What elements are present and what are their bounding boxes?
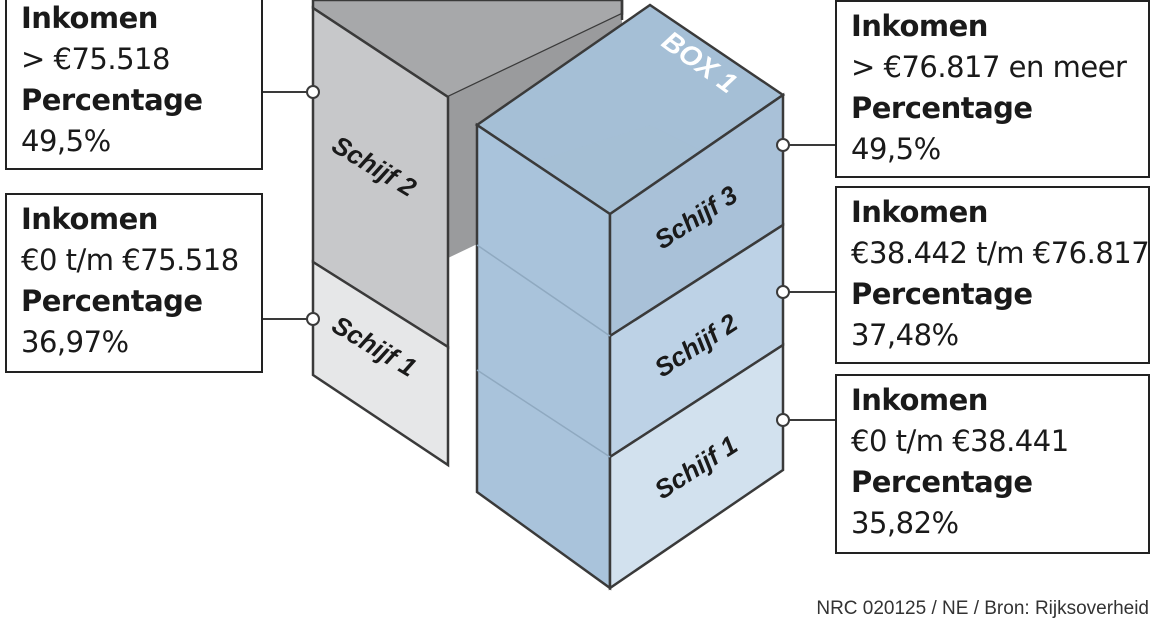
percentage-value: 36,97% [21,325,129,359]
income-label: Inkomen [21,1,158,35]
income-value: > €75.518 [21,42,170,76]
info-box-box1-schijf-2: Inkomen €38.442 t/m €76.817 Percentage 3… [835,186,1150,364]
percentage-label: Percentage [851,277,1033,311]
percentage-label: Percentage [851,91,1033,125]
info-box-old-schijf-1: Inkomen €0 t/m €75.518 Percentage 36,97% [5,193,263,373]
percentage-label: Percentage [21,284,203,318]
percentage-label: Percentage [21,83,203,117]
old-box-schijf1-front [311,259,450,468]
income-label: Inkomen [851,383,988,417]
source-credit: NRC 020125 / NE / Bron: Rijksoverheid [816,598,1149,619]
income-value: €38.442 t/m €76.817 [851,236,1150,270]
percentage-value: 37,48% [851,318,959,352]
connectors [262,85,835,427]
info-box-box1-schijf-3: Inkomen > €76.817 en meer Percentage 49,… [835,0,1150,178]
connector-dot-old-schijf-1 [306,312,320,326]
info-box-old-schijf-2: Inkomen > €75.518 Percentage 49,5% [5,0,263,170]
box1-schijf1-front [608,342,785,591]
income-label: Inkomen [851,195,988,229]
connector-dot-old-schijf-2 [306,85,320,99]
box1-band-line-left-1 [476,244,611,337]
percentage-value: 35,82% [851,506,959,540]
income-value: €0 t/m €38.441 [851,424,1069,458]
percentage-value: 49,5% [21,124,111,158]
info-box-box1-schijf-1: Inkomen €0 t/m €38.441 Percentage 35,82% [835,374,1150,554]
income-label: Inkomen [851,9,988,43]
connector-dot-box1-schijf-3 [776,138,790,152]
connector-dot-box1-schijf-1 [776,413,790,427]
income-value: €0 t/m €75.518 [21,243,239,277]
income-value: > €76.817 en meer [851,50,1127,84]
connector-dot-box1-schijf-2 [776,285,790,299]
box1-inner-hollow [540,125,700,214]
percentage-label: Percentage [851,465,1033,499]
income-label: Inkomen [21,202,158,236]
box1: BOX 1 Schijf 3 Schijf 2 Schijf 1 [474,3,786,591]
box1-band-line-left-2 [476,369,611,458]
percentage-value: 49,5% [851,132,941,166]
